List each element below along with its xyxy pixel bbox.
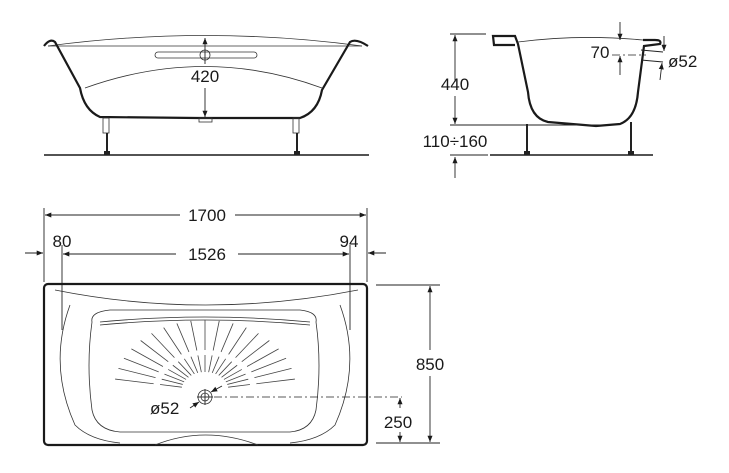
tub-outline — [42, 282, 369, 447]
anti-slip-dash — [161, 378, 183, 385]
anti-slip-dash — [164, 373, 185, 383]
inner-curve — [84, 66, 323, 89]
length-dimension: 1700 — [188, 206, 226, 225]
rim-top-curve — [47, 35, 363, 47]
leg-left — [102, 117, 110, 155]
leg-right — [628, 122, 634, 155]
drain-outlet — [198, 117, 213, 123]
anti-slip-dash — [251, 357, 287, 373]
basin-outline — [88, 309, 320, 433]
anti-slip-dash — [118, 367, 156, 379]
anti-slip-dash — [197, 355, 202, 373]
anti-slip-dash — [228, 384, 250, 388]
anti-slip-dash — [190, 356, 199, 374]
height-dimension: 440 — [441, 75, 469, 94]
anti-slip-dash — [212, 320, 220, 351]
drain-offset-dimension: 250 — [384, 413, 412, 432]
anti-slip-dash — [177, 361, 192, 376]
side-view: 420 — [43, 35, 369, 156]
anti-slip-dash — [176, 323, 190, 353]
anti-slip-dash — [172, 364, 189, 378]
top-view: 1700 80 94 1526 ø52 850 250 — [25, 206, 444, 447]
anti-slip-dash — [115, 378, 154, 385]
anti-slip-dash — [227, 378, 249, 385]
anti-slip-dash — [184, 358, 195, 375]
width-dimension: 850 — [416, 355, 444, 374]
left-margin-dimension: 80 — [53, 232, 72, 251]
anti-slip-dash — [254, 367, 292, 379]
end-recess — [154, 434, 259, 446]
anti-slip-dash — [215, 358, 226, 375]
anti-slip-dash — [228, 327, 247, 355]
overflow-offset-dimension: 70 — [591, 43, 610, 62]
overflow-diameter-dimension: ø52 — [668, 52, 697, 71]
depth-dimension: 420 — [191, 67, 219, 86]
end-view: 440 110÷160 70 ø52 — [423, 22, 697, 178]
drain-diameter-dimension: ø52 — [150, 399, 179, 418]
anti-slip-dash — [211, 356, 220, 374]
tub-section — [491, 34, 662, 128]
overflow-slot — [154, 51, 258, 59]
leg-range-dimension: 110÷160 — [423, 132, 488, 151]
headrest-curve — [54, 289, 359, 306]
anti-slip-dash — [131, 348, 164, 367]
anti-slip-dash — [151, 333, 175, 358]
anti-slip-dash — [208, 355, 213, 373]
rim-curve — [517, 37, 644, 43]
anti-slip-pattern — [115, 320, 295, 388]
right-margin-dimension: 94 — [340, 232, 359, 251]
anti-slip-dash — [163, 327, 182, 355]
anti-slip-dash — [223, 369, 243, 380]
leg-right — [292, 117, 300, 155]
anti-slip-dash — [123, 357, 159, 373]
anti-slip-dash — [160, 384, 182, 388]
anti-slip-dash — [220, 323, 234, 353]
inner-length-dimension: 1526 — [188, 245, 226, 264]
anti-slip-dash — [256, 378, 295, 385]
anti-slip-dash — [140, 340, 169, 363]
leg-left — [524, 124, 530, 155]
anti-slip-dash — [218, 361, 233, 376]
anti-slip-dash — [190, 320, 198, 351]
anti-slip-dash — [241, 340, 270, 363]
anti-slip-dash — [235, 333, 259, 358]
anti-slip-dash — [167, 369, 187, 380]
anti-slip-dash — [246, 348, 279, 367]
anti-slip-dash — [221, 364, 238, 378]
anti-slip-dash — [225, 373, 246, 383]
